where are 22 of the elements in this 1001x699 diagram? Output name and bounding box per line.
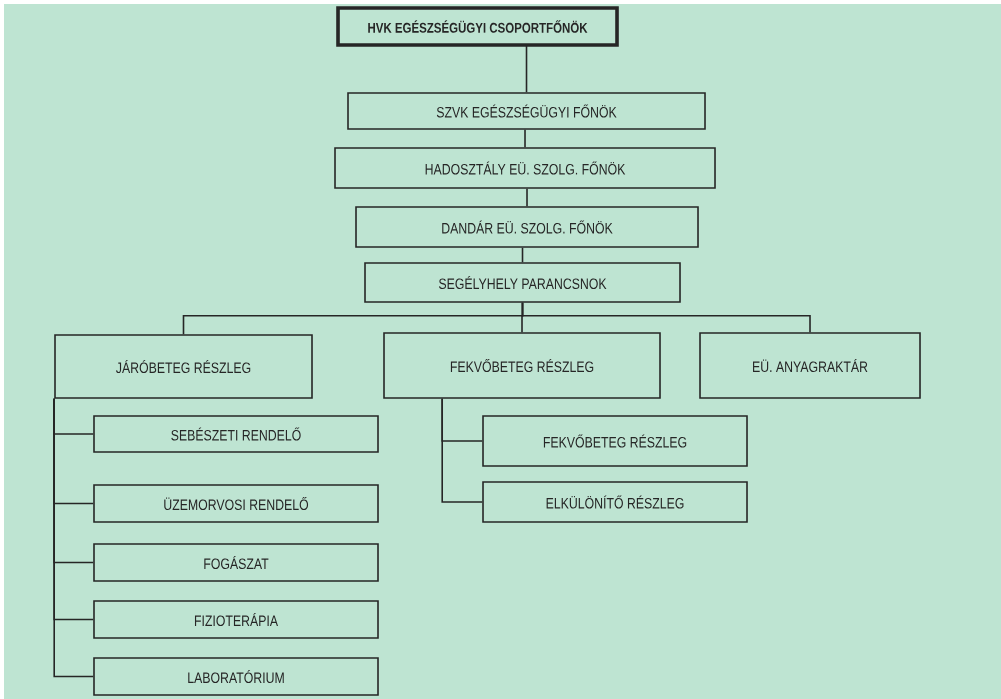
- org-box: FIZIOTERÁPIA: [93, 600, 379, 639]
- connector-line: [521, 302, 811, 333]
- org-box: ÜZEMORVOSI RENDELŐ: [93, 484, 379, 523]
- connector-line: [526, 188, 528, 207]
- connector-line: [521, 247, 524, 263]
- connector-line: [441, 398, 483, 503]
- org-box: SZVK EGÉSZSÉGÜGYI FŐNÖK: [347, 92, 706, 130]
- org-box: HADOSZTÁLY EÜ. SZOLG. FŐNÖK: [334, 147, 716, 189]
- connector-line: [525, 44, 528, 93]
- org-box: LABORATÓRIUM: [93, 657, 379, 696]
- connector-line: [524, 129, 526, 148]
- org-box: ELKÜLÖNÍTŐ RÉSZLEG: [482, 481, 748, 523]
- connector-line: [53, 398, 94, 678]
- org-box: FOGÁSZAT: [93, 543, 379, 582]
- org-box: EÜ. ANYAGRAKTÁR: [699, 332, 921, 399]
- org-box: SEGÉLYHELY PARANCSNOK: [364, 262, 681, 303]
- org-box: JÁRÓBETEG RÉSZLEG: [54, 334, 313, 399]
- org-box: FEKVŐBETEG RÉSZLEG: [383, 332, 661, 399]
- org-box: SEBÉSZETI RENDELŐ: [93, 415, 379, 453]
- org-box: DANDÁR EÜ. SZOLG. FŐNÖK: [355, 206, 699, 248]
- org-box: FEKVŐBETEG RÉSZLEG: [482, 415, 748, 467]
- title-box: HVK EGÉSZSÉGÜGYI CSOPORTFŐNÖK: [336, 6, 619, 47]
